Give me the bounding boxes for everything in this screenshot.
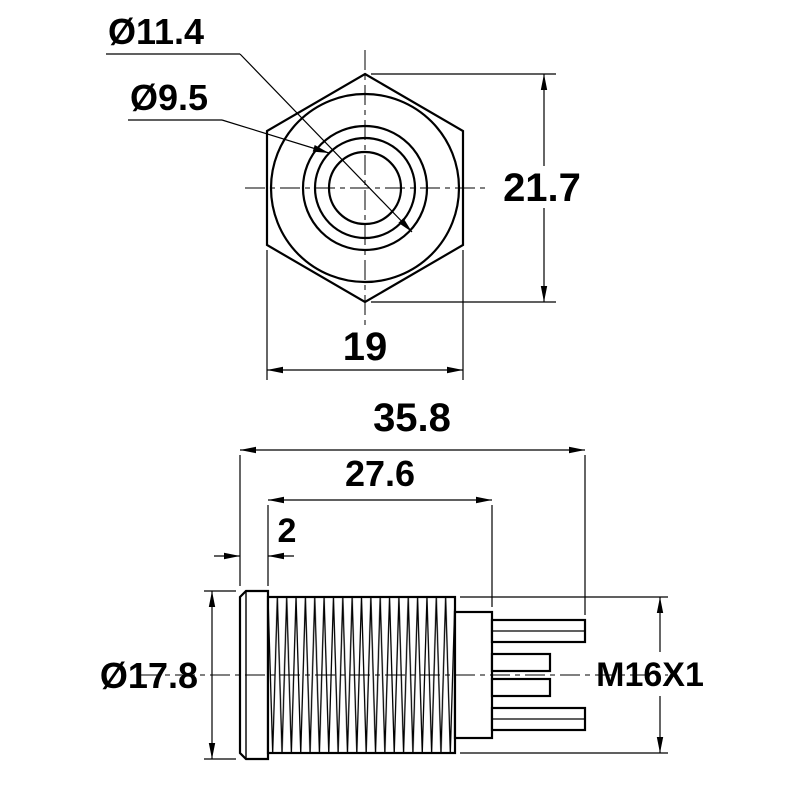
dim-head-diameter: Ø17.8 (100, 655, 198, 696)
dimension-labels: Ø11.4 Ø9.5 21.7 19 35.8 27.6 2 Ø17.8 M16… (100, 11, 704, 696)
arrowhead (267, 366, 283, 374)
dim-head-thickness: 2 (278, 512, 297, 550)
arrowhead (656, 737, 664, 753)
dim-hex-height: 21.7 (503, 166, 581, 210)
arrowhead (398, 218, 412, 232)
arrowhead (208, 591, 216, 607)
arrowhead (240, 446, 256, 454)
arrowhead (540, 286, 548, 302)
terminal-pin-mid-upper (490, 652, 552, 673)
arrowhead (540, 74, 548, 90)
dim-hex-width: 19 (343, 325, 388, 369)
arrowhead (224, 552, 240, 560)
dim-led-ring-outer-diameter: Ø11.4 (108, 11, 204, 52)
dimension-arrows (208, 74, 664, 759)
terminal-pin-mid-lower (490, 677, 552, 698)
dim-total-length: 35.8 (373, 396, 451, 440)
arrowhead (569, 446, 585, 454)
arrowhead (312, 145, 329, 153)
dim-thread-length: 27.6 (345, 453, 415, 494)
arrowhead (208, 743, 216, 759)
leader-line-outer-callout (239, 53, 413, 233)
leader-line-inner-callout (221, 119, 330, 154)
dim-thread-spec: M16X1 (596, 656, 704, 694)
arrowhead (268, 552, 284, 560)
center-lines (140, 50, 668, 676)
arrowhead (447, 366, 463, 374)
dim-button-diameter: Ø9.5 (130, 77, 208, 118)
arrowhead (476, 496, 492, 504)
arrowhead (268, 496, 284, 504)
arrowhead (656, 597, 664, 613)
